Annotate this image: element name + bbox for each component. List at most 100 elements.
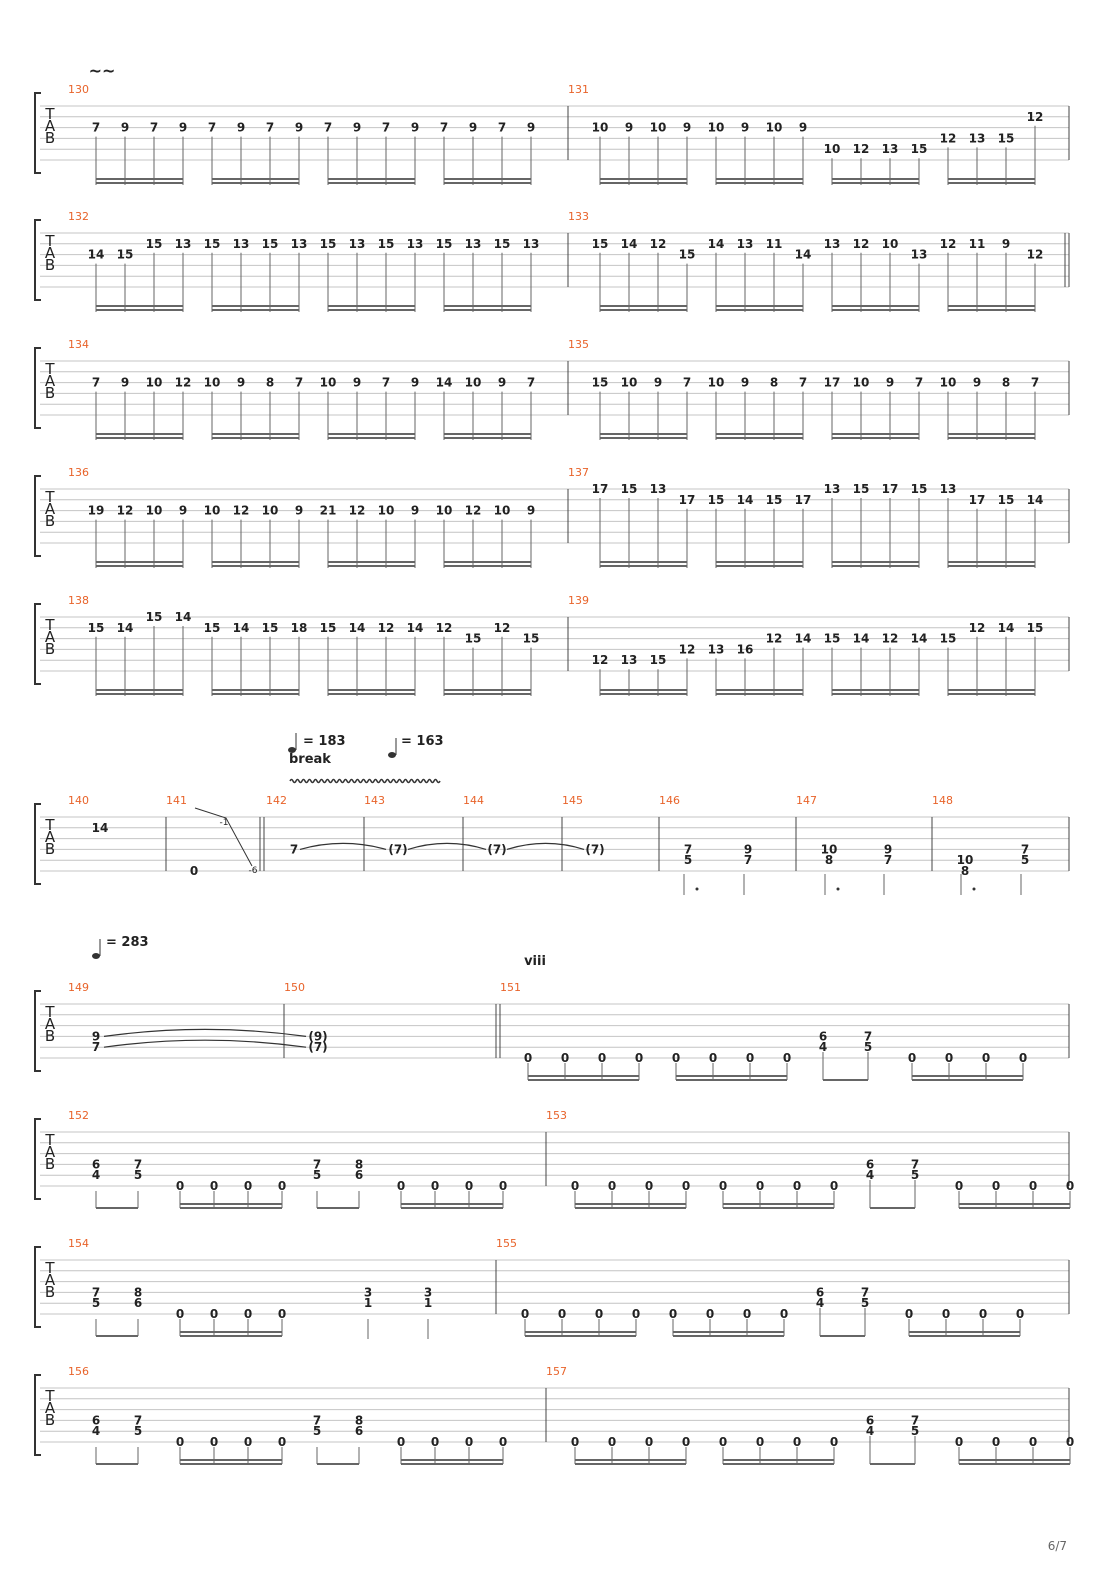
fret-number: 7 — [290, 842, 298, 856]
fret-number: 9 — [411, 376, 419, 390]
fret-number: 7 — [92, 121, 100, 135]
fret-number: 5 — [134, 1168, 142, 1182]
fret-number: 0 — [719, 1179, 727, 1193]
fret-number: 12 — [853, 142, 870, 156]
fret-number: 15 — [708, 493, 725, 507]
fret-number: 13 — [291, 237, 308, 251]
fret-number: 0 — [830, 1179, 838, 1193]
fret-number: 4 — [816, 1296, 824, 1310]
fret-number: 7 — [498, 121, 506, 135]
fret-number: 10 — [146, 376, 163, 390]
fret-number: 0 — [558, 1307, 566, 1321]
fret-number: 0 — [524, 1051, 532, 1065]
fret-number: 7 — [313, 1157, 321, 1171]
measure-number: 133 — [568, 210, 589, 223]
tempo-mark: = 283 — [106, 935, 149, 950]
fret-number: 14 — [88, 248, 105, 262]
fret-number: 17 — [592, 482, 609, 496]
fret-number: 10 — [494, 504, 511, 518]
fret-number: 15 — [592, 376, 609, 390]
fret-number: 0 — [783, 1051, 791, 1065]
fret-number: 7 — [92, 376, 100, 390]
tab-clef-letter: A — [45, 500, 56, 518]
fret-number: 7 — [208, 121, 216, 135]
fret-number: 10 — [708, 376, 725, 390]
system-bracket — [34, 990, 41, 1072]
tab-clef-letter: A — [45, 1399, 56, 1417]
fret-number: 7 — [684, 842, 692, 856]
fret-number: 13 — [175, 237, 192, 251]
tie — [299, 842, 387, 850]
measure-number: 152 — [68, 1109, 89, 1122]
fret-number: 9 — [411, 121, 419, 135]
fret-number: 10 — [650, 121, 667, 135]
fret-number: 5 — [313, 1168, 321, 1182]
system-bracket — [34, 347, 41, 429]
fret-number: 0 — [905, 1307, 913, 1321]
fret-number: 15 — [998, 493, 1015, 507]
fret-number: 13 — [621, 653, 638, 667]
fret-number: 8 — [134, 1285, 142, 1299]
tie — [103, 1028, 307, 1037]
fret-number: 12 — [969, 621, 986, 635]
tab-clef-letter: T — [44, 1387, 55, 1405]
fret-number: 0 — [1066, 1179, 1074, 1193]
fret-number: 0 — [210, 1307, 218, 1321]
fret-number: 14 — [175, 610, 192, 624]
fret-number: 14 — [911, 632, 928, 646]
fret-number: 15 — [320, 621, 337, 635]
fret-number: 12 — [465, 504, 482, 518]
fret-number: 3 — [364, 1285, 372, 1299]
fret-number: 9 — [527, 121, 535, 135]
measure-number: 135 — [568, 338, 589, 351]
measure-number: 132 — [68, 210, 89, 223]
measure-number: 140 — [68, 794, 89, 807]
fret-number: 0 — [709, 1051, 717, 1065]
fret-number: 0 — [571, 1179, 579, 1193]
fret-number: 13 — [882, 142, 899, 156]
fret-number: 15 — [998, 131, 1015, 145]
fret-number: 15 — [911, 482, 928, 496]
fret-number: 8 — [1002, 376, 1010, 390]
fret-number: 9 — [295, 121, 303, 135]
fret-number: 0 — [992, 1179, 1000, 1193]
fret-number: 15 — [621, 482, 638, 496]
fret-number: 8 — [961, 864, 969, 878]
tab-clef-letter: T — [44, 488, 55, 506]
fret-number: 15 — [824, 632, 841, 646]
fret-number: 13 — [650, 482, 667, 496]
fret-number: 8 — [825, 853, 833, 867]
fret-number: 0 — [397, 1435, 405, 1449]
fret-number: 13 — [824, 482, 841, 496]
fret-number: 13 — [911, 248, 928, 262]
fret-number: 5 — [313, 1424, 321, 1438]
fret-number: 0 — [632, 1307, 640, 1321]
fret-number: 0 — [743, 1307, 751, 1321]
system-bracket — [34, 475, 41, 557]
fret-number: 0 — [190, 864, 198, 878]
measure-number: 136 — [68, 466, 89, 479]
fret-number: 15 — [88, 621, 105, 635]
fret-number: 15 — [378, 237, 395, 251]
system-bracket — [34, 1246, 41, 1328]
fret-number: 10 — [204, 504, 221, 518]
fret-number: 14 — [349, 621, 366, 635]
fret-number: 13 — [407, 237, 424, 251]
fret-number: 10 — [708, 121, 725, 135]
fret-number: 9 — [353, 376, 361, 390]
vibrato-line — [289, 778, 441, 784]
fret-number: 7 — [440, 121, 448, 135]
fret-number: 0 — [278, 1307, 286, 1321]
fret-number: 7 — [150, 121, 158, 135]
fret-number: 7 — [313, 1413, 321, 1427]
fret-number: 7 — [134, 1413, 142, 1427]
fret-number: 14 — [795, 248, 812, 262]
fret-number: 9 — [799, 121, 807, 135]
fret-number: (7) — [308, 1040, 327, 1054]
fret-number: 0 — [608, 1435, 616, 1449]
fret-number: 6 — [92, 1413, 100, 1427]
fret-number: 14 — [998, 621, 1015, 635]
measure-number: 131 — [568, 83, 589, 96]
fret-number: 0 — [645, 1435, 653, 1449]
